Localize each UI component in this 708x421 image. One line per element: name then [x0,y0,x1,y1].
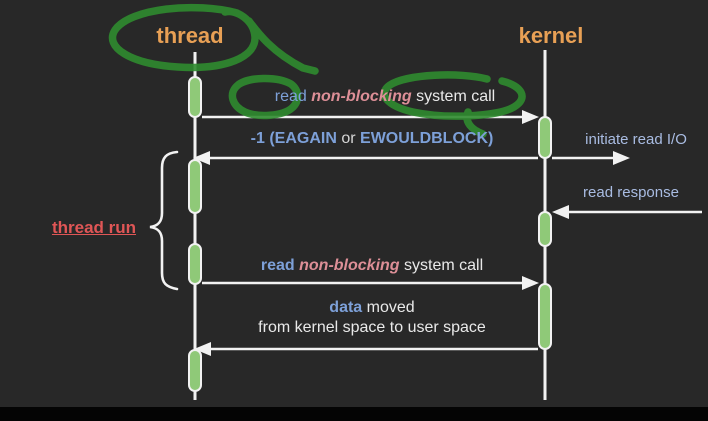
call2-modifier: non-blocking [299,257,404,274]
initiate-read-arrowhead [613,151,630,165]
read-circle-annotation [228,74,302,120]
call2-label: read non-blocking system call [261,256,483,276]
data-return-rest: moved [366,299,415,316]
initiate-read-label: initiate read I/O [585,131,687,148]
return1-or: or [336,130,361,147]
thread-activation-2 [188,159,202,214]
read-response-label: read response [583,184,679,201]
data-return-line2: from kernel space to user space [258,319,486,336]
thread-activation-1 [188,76,202,118]
call2-rest: system call [404,257,484,274]
call1-modifier: non-blocking [311,88,417,105]
call1-label: read non-blocking system call [275,87,495,107]
thread-actor-title: thread [156,23,224,48]
thread-run-label: thread run [51,218,137,237]
thread-run-brace [149,150,179,291]
kernel-actor-title: kernel [518,23,584,48]
return1-ewouldblock: EWOULDBLOCK [360,130,489,147]
read-response-arrowhead [552,205,569,219]
call1-arrowhead [522,110,539,124]
kernel-activation-3 [538,283,552,350]
bottom-letterbox-bar [0,407,708,421]
call1-keyword: read [274,88,312,105]
data-return-label: data moved from kernel space to user spa… [258,298,486,338]
return1-eagain: EAGAIN [274,130,337,147]
thread-activation-4 [188,349,202,392]
thread-circle-annotation [108,3,319,75]
call2-keyword: read [260,257,300,274]
kernel-activation-1 [538,116,552,159]
data-return-keyword: data [329,299,367,316]
system-call-circle-annotation [380,71,526,138]
return1-suffix: ) [488,130,494,147]
call2-arrowhead [522,276,539,290]
call1-rest: system call [416,88,496,105]
return1-label: -1 (EAGAIN or EWOULDBLOCK) [251,129,494,149]
return1-arrowhead [193,151,210,165]
data-return-line1: data moved [258,298,486,318]
data-return-arrowhead [194,342,211,356]
thread-activation-3 [188,243,202,285]
return1-prefix: -1 ( [250,130,275,147]
kernel-activation-2 [538,211,552,247]
